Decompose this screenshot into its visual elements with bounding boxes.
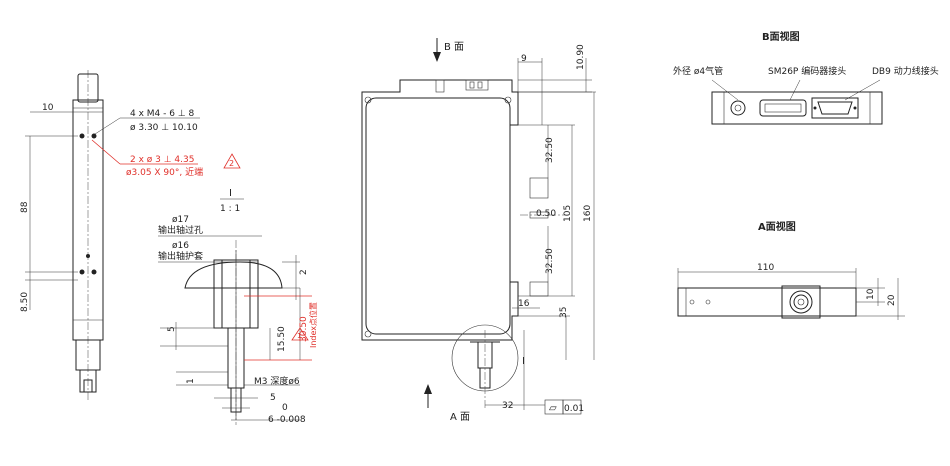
side-view: 10 88 8.50 4 x M4 - 6 ⊥ 8 ø 3.30 ⊥ 10.10… [20, 70, 241, 400]
label-db9: DB9 动力线接头 [872, 65, 939, 77]
detail-dim-3050: 30.50 [299, 316, 309, 342]
main-dim-1090: 10.90 [576, 44, 586, 70]
a-face-view: A面视图 110 10 20 [677, 220, 905, 320]
callout-i: I [522, 356, 525, 367]
main-dim-9: 9 [521, 54, 527, 64]
detail-rev-1: 1 [297, 332, 301, 340]
detail-view: I 1 : 1 ø17 输出轴过孔 ø16 输出轴护套 2 30.50 Inde… [158, 188, 318, 425]
side-rev-2: 2 [229, 159, 234, 168]
main-dim-160: 160 [583, 205, 593, 222]
detail-title: I [229, 188, 232, 199]
main-dim-050: 0.50 [536, 209, 556, 219]
side-dim-88: 88 [20, 201, 30, 213]
side-note-hole: 2 x ø 3 ⊥ 4.35 [130, 155, 194, 165]
detail-dim-index: Index点位置 [308, 302, 318, 348]
detail-dim-5: 5 [167, 326, 177, 332]
detail-dim-5b: 5 [270, 393, 276, 403]
detail-dim-1: 1 [186, 378, 196, 384]
detail-scale: 1 : 1 [220, 204, 240, 214]
b-view-title: B面视图 [762, 30, 800, 43]
detail-d17: ø17 [172, 215, 189, 225]
detail-m3: M3 深度ø6 [254, 375, 300, 387]
label-air-tube: 外径 ø4气管 [673, 65, 723, 77]
detail-dim-2: 2 [299, 269, 309, 275]
detail-dim-0: 0 [282, 403, 288, 413]
a-face-label: A 面 [450, 412, 470, 423]
main-dim-32: 32 [502, 401, 513, 411]
main-view: B 面 9 10.90 32.50 0.50 32.50 105 [361, 38, 596, 423]
a-view-title: A面视图 [758, 220, 796, 233]
detail-d17-txt: 输出轴过孔 [158, 224, 203, 236]
a-view-dim-10: 10 [866, 288, 876, 300]
main-dim-3250a: 32.50 [545, 137, 555, 163]
side-note-m4-cb: ø 3.30 ⊥ 10.10 [130, 123, 198, 133]
main-dim-3250b: 32.50 [545, 248, 555, 274]
a-view-dim-110: 110 [757, 263, 774, 273]
main-dim-16: 16 [518, 299, 530, 309]
b-face-label: B 面 [444, 42, 464, 53]
detail-dim-6: 6 -0.008 [268, 415, 306, 425]
label-encoder: SM26P 编码器接头 [768, 65, 846, 77]
main-dim-35: 35 [559, 307, 569, 318]
a-view-dim-20: 20 [887, 294, 897, 306]
detail-d16: ø16 [172, 241, 189, 251]
side-note-m4: 4 x M4 - 6 ⊥ 8 [130, 109, 195, 119]
side-dim-850: 8.50 [20, 292, 30, 312]
main-dim-105: 105 [563, 205, 573, 222]
detail-dim-1550: 15.50 [277, 326, 287, 352]
side-note-hole-cb: ø3.05 X 90°, 近端 [126, 166, 203, 178]
flat-sym: ▱ [549, 403, 557, 414]
detail-d16-txt: 输出轴护套 [158, 250, 203, 262]
side-dim-10: 10 [42, 103, 54, 113]
flat-val: 0.01 [564, 404, 584, 414]
b-face-view: B面视图 外径 ø4气管 SM26P 编码器接头 DB9 动力线接头 [673, 30, 939, 125]
